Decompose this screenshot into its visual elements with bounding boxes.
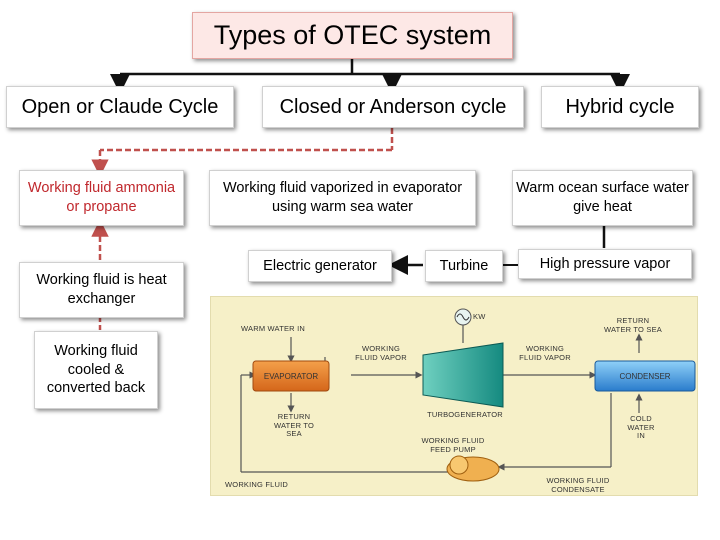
cold-water-in-label: COLD WATER IN [627, 414, 655, 441]
evaporator-label: EVAPORATOR [263, 371, 319, 381]
condenser-shape [594, 360, 696, 392]
open-step-heat-exchanger-text: Working fluid is heat exchanger [36, 272, 167, 307]
condensate-label: WORKING FLUID CONDENSATE [546, 476, 610, 494]
electric-generator-label: Electric generator [263, 257, 377, 274]
open-step-cooled: Working fluid cooled & converted back [34, 331, 158, 409]
closed-cycle-label: Closed or Anderson cycle [279, 96, 507, 118]
hybrid-step-high-pressure: High pressure vapor [518, 249, 692, 279]
wf-vapor-left-label: WORKING FLUID VAPOR [355, 344, 407, 362]
working-fluid-label: WORKING FLUID [225, 480, 289, 489]
turbine-shape [422, 342, 504, 408]
warm-water-in-label: WARM WATER IN [241, 324, 305, 333]
otec-diagram-lines [240, 308, 696, 482]
hybrid-step-high-pressure-text: High pressure vapor [539, 255, 671, 272]
dashed-connector [91, 128, 394, 330]
open-cycle-label: Open or Claude Cycle [21, 96, 219, 118]
tree-connector [110, 59, 630, 94]
return-sea-left-label: RETURN WATER TO SEA [273, 412, 315, 439]
wf-vapor-right-label: WORKING FLUID VAPOR [519, 344, 571, 362]
hybrid-step-warm-water: Warm ocean surface water give heat [512, 170, 693, 226]
turbine-box: Turbine [425, 250, 503, 282]
open-step-heat-exchanger: Working fluid is heat exchanger [19, 262, 184, 318]
hybrid-connector [503, 224, 606, 266]
closed-cycle-box: Closed or Anderson cycle [262, 86, 524, 128]
page-title: Types of OTEC system [192, 12, 513, 59]
hybrid-step-warm-water-text: Warm ocean surface water give heat [516, 180, 689, 215]
page-title-text: Types of OTEC system [213, 19, 492, 50]
open-step-cooled-text: Working fluid cooled & converted back [46, 342, 146, 397]
turbogenerator-label: TURBOGENERATOR [427, 410, 503, 419]
closed-step-vaporized-text: Working fluid vaporized in evaporator us… [222, 180, 463, 215]
kw-label: KW [473, 312, 486, 321]
electric-generator-box: Electric generator [248, 250, 392, 282]
condenser-label: CONDENSER [619, 371, 671, 381]
open-step-ammonia-text: Working fluid ammonia or propane [27, 180, 176, 215]
otec-diagram: WARM WATER IN KW RETURN WATER TO SEA WOR… [210, 296, 698, 496]
hybrid-cycle-box: Hybrid cycle [541, 86, 699, 128]
open-step-ammonia: Working fluid ammonia or propane [19, 170, 184, 226]
turbine-label: Turbine [439, 257, 489, 274]
return-sea-right-label: RETURN WATER TO SEA [604, 316, 662, 334]
feed-pump-label: WORKING FLUID FEED PUMP [421, 436, 485, 454]
hybrid-cycle-label: Hybrid cycle [565, 96, 675, 118]
evaporator-shape [252, 360, 330, 392]
open-cycle-box: Open or Claude Cycle [6, 86, 234, 128]
closed-step-vaporized: Working fluid vaporized in evaporator us… [209, 170, 476, 226]
